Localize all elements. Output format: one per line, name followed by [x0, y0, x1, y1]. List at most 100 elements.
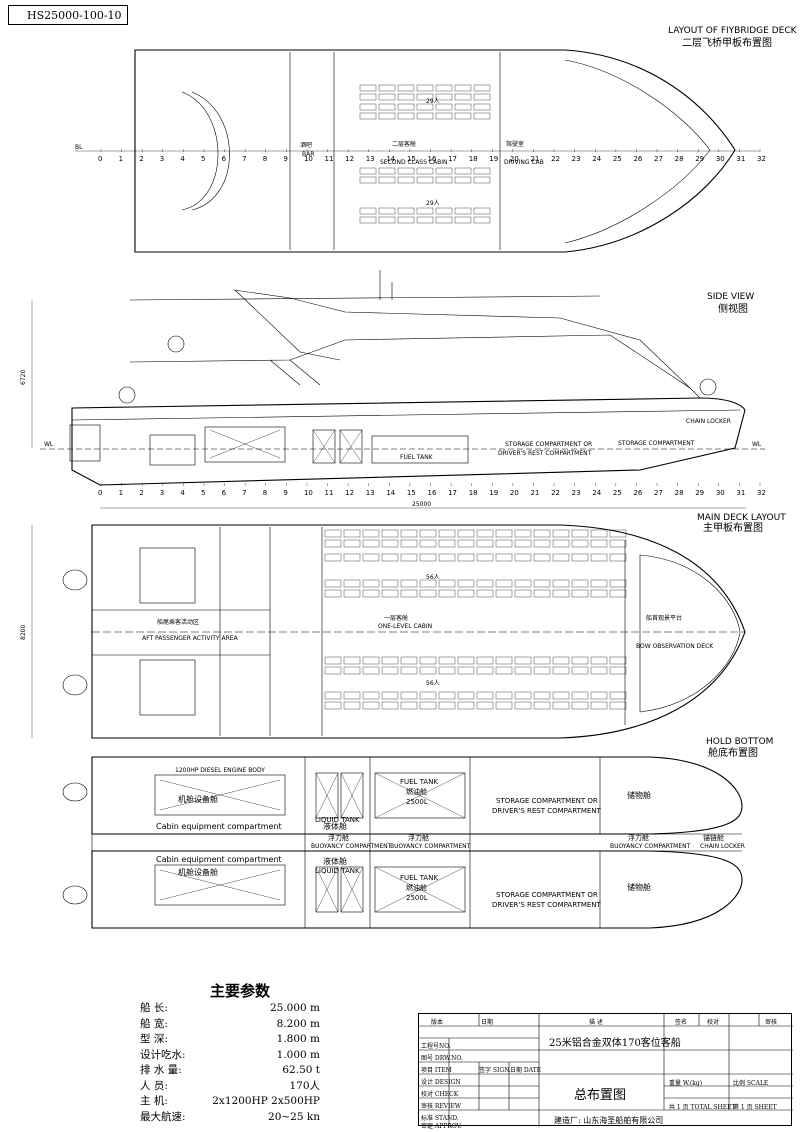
- seat: [324, 579, 342, 588]
- seat: [378, 93, 396, 101]
- frame-number: 8: [263, 489, 267, 497]
- seat: [343, 579, 361, 588]
- frame-number: 22: [551, 155, 560, 163]
- seat: [590, 553, 608, 562]
- seat: [533, 589, 551, 598]
- seat: [533, 579, 551, 588]
- frame-number: 10: [304, 489, 313, 497]
- seat: [397, 216, 415, 224]
- frame-number: 15: [407, 489, 416, 497]
- seat: [590, 529, 608, 538]
- seat: [457, 539, 475, 548]
- seat: [473, 167, 491, 175]
- drawing-number: HS25000-100-10: [8, 5, 128, 25]
- hold-liquid-cn-bottom: 液体舱: [323, 856, 347, 866]
- frame-number: 14: [386, 489, 395, 497]
- seat: [435, 103, 453, 111]
- seat: [454, 84, 472, 92]
- seat: [419, 553, 437, 562]
- seat: [416, 216, 434, 224]
- tb-review-header: 审核: [765, 1019, 778, 1026]
- seat: [454, 176, 472, 184]
- param-key: 最大航速:: [140, 1110, 186, 1123]
- param-value: 8.200 m: [276, 1017, 320, 1030]
- seat: [378, 112, 396, 120]
- hold-buoy-en-1: BUOYANCY COMPARTMENT: [311, 843, 392, 850]
- seat: [362, 529, 380, 538]
- seat: [343, 529, 361, 538]
- frame-number: 0: [98, 489, 102, 497]
- side-view: SIDE VIEW 侧视图 WL WL FUEL TANK STORAGE CO…: [20, 270, 766, 509]
- seat: [552, 529, 570, 538]
- seat: [381, 656, 399, 665]
- seat: [495, 691, 513, 700]
- seat: [473, 216, 491, 224]
- frame-number: 17: [448, 155, 457, 163]
- seat: [609, 701, 627, 710]
- seat: [381, 589, 399, 598]
- bar-label-en: BAR: [302, 151, 314, 158]
- hold-liquid-en-bottom: LIQUID TANK: [315, 867, 360, 875]
- hold-storage2-top: DRIVER'S REST COMPARTMENT: [492, 807, 602, 815]
- param-row: 最大航速:20~25 kn: [140, 1110, 360, 1126]
- seat: [454, 93, 472, 101]
- seat: [590, 691, 608, 700]
- tb-check: 校对 CHECK: [421, 1091, 459, 1098]
- param-row: 船 宽:8.200 m: [140, 1017, 360, 1033]
- seat: [533, 666, 551, 675]
- seat: [457, 656, 475, 665]
- hold-engine-en-top: Cabin equipment compartment: [156, 822, 282, 831]
- seat: [590, 579, 608, 588]
- frame-number: 21: [530, 155, 539, 163]
- param-value: 2x1200HP 2x500HP: [212, 1095, 320, 1107]
- tb-approv: 审定 APPROV.: [421, 1123, 462, 1130]
- seat: [473, 207, 491, 215]
- hold-title-cn: 舱底布置图: [708, 746, 758, 759]
- seat: [362, 701, 380, 710]
- frame-number: 20: [510, 155, 519, 163]
- seat: [590, 656, 608, 665]
- param-row: 人 员:170人: [140, 1079, 360, 1095]
- seat: [324, 539, 342, 548]
- seat: [476, 666, 494, 675]
- seat: [495, 579, 513, 588]
- param-value: 25.000 m: [269, 1002, 320, 1014]
- frame-number: 3: [160, 155, 164, 163]
- seat: [400, 529, 418, 538]
- seat: [476, 553, 494, 562]
- seat: [343, 539, 361, 548]
- seat: [590, 539, 608, 548]
- hold-storage2-bottom: DRIVER'S REST COMPARTMENT: [492, 901, 602, 909]
- tb-date: 日期 DATE: [510, 1067, 542, 1074]
- seat: [381, 539, 399, 548]
- bow-deck-en: BOW OBSERVATION DECK: [636, 643, 714, 650]
- frame-number: 12: [345, 489, 354, 497]
- seat: [416, 93, 434, 101]
- side-title-en: SIDE VIEW: [707, 292, 754, 302]
- side-chain-locker: CHAIN LOCKER: [686, 418, 731, 425]
- frame-number: 8: [263, 155, 267, 163]
- param-key: 船 长:: [140, 1002, 168, 1014]
- tb-sign: 签字 SIGN.: [479, 1067, 511, 1074]
- one-level-cabin-en: ONE-LEVEL CABIN: [378, 623, 432, 630]
- frame-number: 19: [489, 489, 498, 497]
- seat: [416, 84, 434, 92]
- param-row: 型 深:1.800 m: [140, 1032, 360, 1048]
- seat: [362, 691, 380, 700]
- seat: [381, 553, 399, 562]
- side-length-dim: 25000: [412, 501, 431, 508]
- hold-fuel-cn-top: 燃油舱: [406, 787, 427, 796]
- seat: [438, 589, 456, 598]
- seat: [476, 529, 494, 538]
- param-key: 排 水 量:: [140, 1064, 182, 1076]
- frame-number: 28: [675, 155, 684, 163]
- seat: [495, 701, 513, 710]
- frame-number: 26: [633, 155, 642, 163]
- seat: [454, 103, 472, 111]
- frame-number: 17: [448, 489, 457, 497]
- seat: [435, 207, 453, 215]
- tb-sheet: 第 1 页 SHEET: [733, 1104, 777, 1111]
- seat: [571, 701, 589, 710]
- param-value: 1.000 m: [276, 1048, 320, 1061]
